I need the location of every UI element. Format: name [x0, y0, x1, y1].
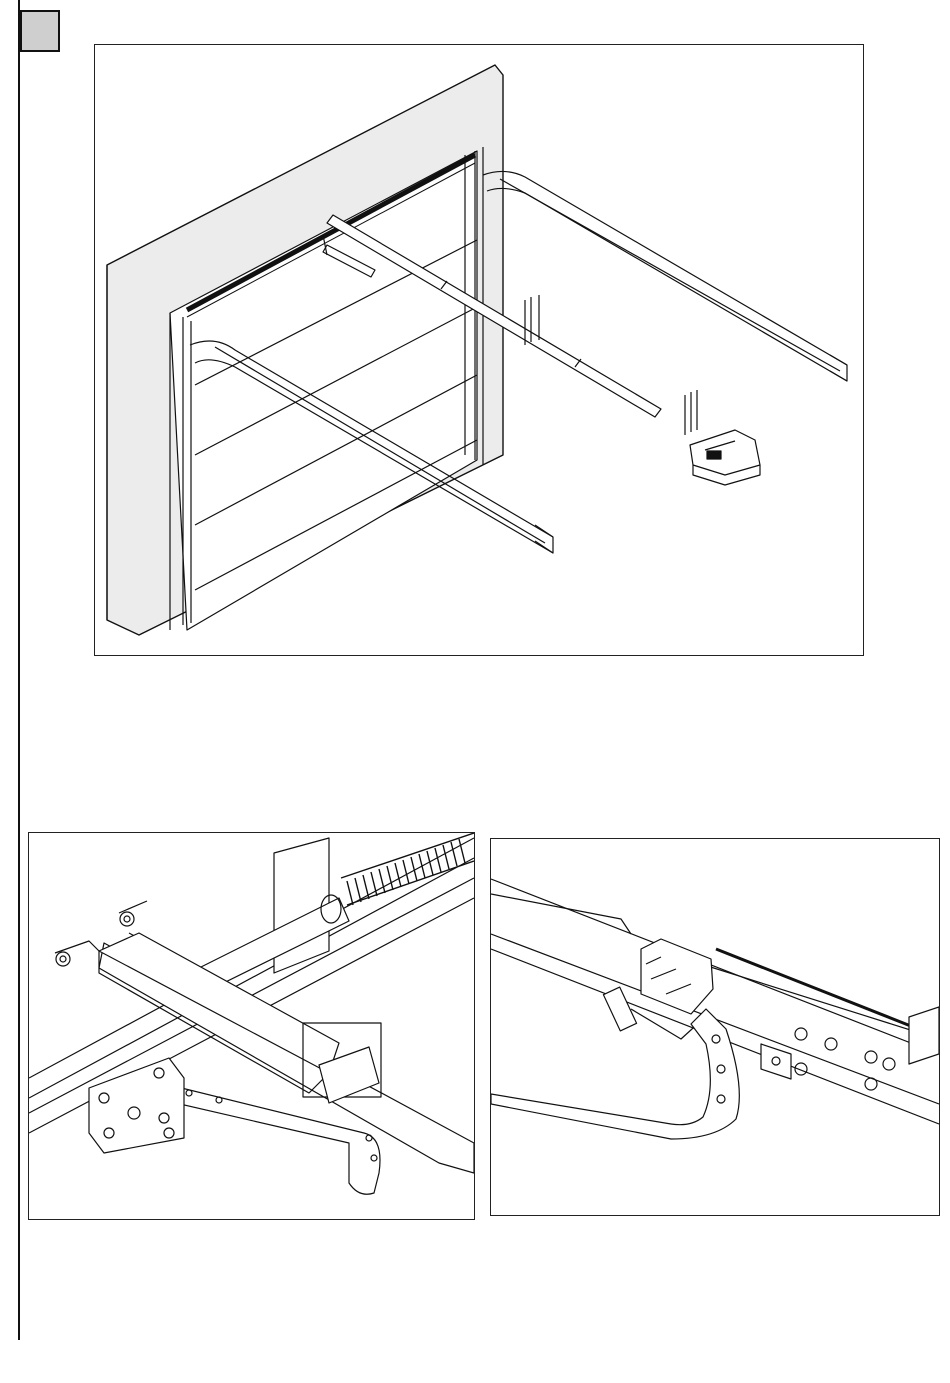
left-margin-rule	[18, 0, 20, 1340]
detail-right-figure	[490, 838, 940, 1216]
carriage-close-up-drawing	[491, 839, 939, 1215]
step-marker-box	[20, 10, 60, 52]
arm-bracket-detail-drawing	[29, 833, 474, 1219]
garage-door-overview-drawing	[95, 45, 863, 655]
overview-figure	[94, 44, 864, 656]
detail-left-figure	[28, 832, 475, 1220]
